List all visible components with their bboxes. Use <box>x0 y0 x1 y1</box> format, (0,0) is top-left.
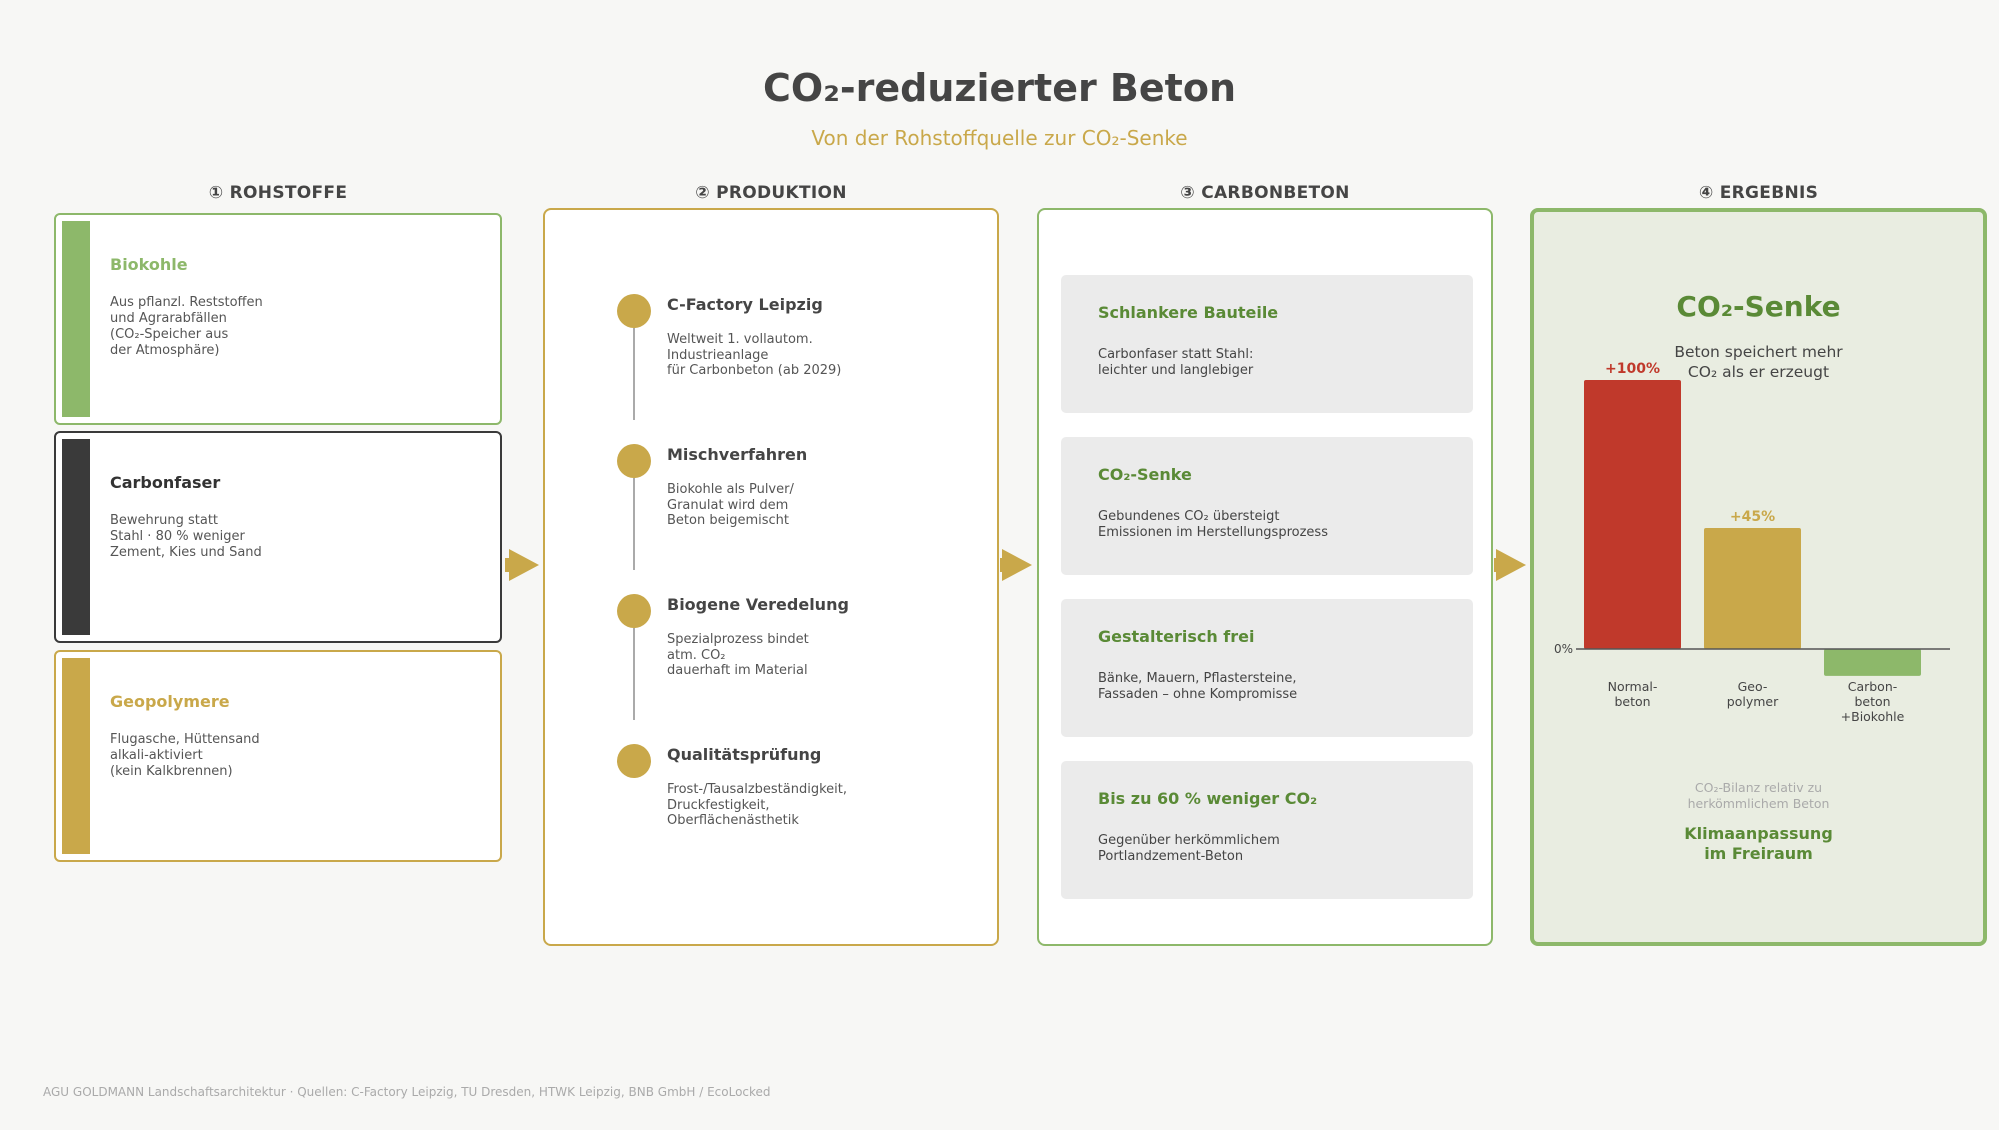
step-dot <box>617 294 651 328</box>
step-name: C-Factory Leipzig <box>667 295 823 314</box>
flow-arrow-icon <box>1496 549 1526 581</box>
co2-bar-chart: +100% Normal-beton +45% Geo-polymer -10%Carb… <box>1554 361 1950 724</box>
chart-value-label: +45% <box>1730 509 1775 525</box>
chart-value-label: -10% <box>1853 663 1892 679</box>
flow-arrow-icon <box>509 549 539 581</box>
step-desc: Weltweit 1. vollautom. Industrieanlage f… <box>667 332 842 378</box>
chart-zero-label: 0% <box>1554 642 1573 656</box>
page-title: CO₂-reduzierter Beton <box>763 66 1236 110</box>
feature-desc: Carbonfaser statt Stahl: leichter und la… <box>1098 347 1254 378</box>
raw-name: Carbonfaser <box>110 473 221 492</box>
chart-bar <box>1584 380 1681 649</box>
feature-name: Bis zu 60 % weniger CO₂ <box>1098 789 1318 808</box>
column-heading-ergebnis: ④ ERGEBNIS <box>1698 183 1819 203</box>
feature-card: CO₂-Senke Gebundenes CO₂ übersteigt Emis… <box>1061 437 1473 575</box>
feature-desc: Gegenüber herkömmlichem Portlandzement-B… <box>1098 833 1280 864</box>
chart-value-label: +100% <box>1605 361 1660 377</box>
column-heading-produktion: ② PRODUKTION <box>695 183 847 203</box>
raw-name: Geopolymere <box>110 692 230 711</box>
step-connector <box>633 628 635 720</box>
step-name: Mischverfahren <box>667 445 808 464</box>
chart-bar <box>1704 527 1801 649</box>
feature-name: Gestalterisch frei <box>1098 627 1255 646</box>
step-dot <box>617 444 651 478</box>
raw-card-geopolymere: Geopolymere Flugasche, Hüttensand alkali… <box>54 650 502 862</box>
step-name: Biogene Veredelung <box>667 595 849 614</box>
raw-color-bar <box>62 221 90 417</box>
chart-category-label: Carbon-beton+Biokohle <box>1841 679 1905 724</box>
step-connector <box>633 478 635 570</box>
raw-color-bar <box>62 658 90 854</box>
raw-desc: Aus pflanzl. Reststoffen und Agrarabfäll… <box>110 295 263 358</box>
raw-card-carbonfaser: Carbonfaser Bewehrung statt Stahl · 80 %… <box>54 431 502 643</box>
feature-card: Bis zu 60 % weniger CO₂ Gegenüber herköm… <box>1061 761 1473 899</box>
feature-name: CO₂-Senke <box>1098 465 1192 484</box>
step-dot <box>617 744 651 778</box>
chart-bar <box>1824 649 1921 676</box>
feature-card: Schlankere Bauteile Carbonfaser statt St… <box>1061 275 1473 413</box>
raw-desc: Bewehrung statt Stahl · 80 % weniger Zem… <box>110 513 262 560</box>
column-heading-carbonbeton: ③ CARBONBETON <box>1180 183 1350 203</box>
flow-arrow-icon <box>1002 549 1032 581</box>
raw-card-biokohle: Biokohle Aus pflanzl. Reststoffen und Ag… <box>54 213 502 425</box>
step-desc: Frost-/Tausalzbeständigkeit, Druckfestig… <box>667 782 848 828</box>
result-note: CO₂-Bilanz relativ zu herkömmlichem Beto… <box>1687 780 1830 811</box>
step-name: Qualitätsprüfung <box>667 745 822 764</box>
step-desc: Biokohle als Pulver/ Granulat wird dem B… <box>667 482 794 528</box>
step-desc: Spezialprozess bindet atm. CO₂ dauerhaft… <box>667 632 809 678</box>
step-dot <box>617 594 651 628</box>
raw-desc: Flugasche, Hüttensand alkali-aktiviert (… <box>110 732 260 779</box>
footer-sources: AGU GOLDMANN Landschaftsarchitektur · Qu… <box>43 1085 771 1099</box>
step-connector <box>633 328 635 420</box>
feature-desc: Bänke, Mauern, Pflastersteine, Fassaden … <box>1098 671 1298 702</box>
feature-desc: Gebundenes CO₂ übersteigt Emissionen im … <box>1098 509 1328 540</box>
feature-card: Gestalterisch frei Bänke, Mauern, Pflast… <box>1061 599 1473 737</box>
carbonbeton-panel: Schlankere Bauteile Carbonfaser statt St… <box>1037 208 1493 946</box>
result-title: CO₂-Senke <box>1676 290 1841 323</box>
column-heading-rohstoffe: ① ROHSTOFFE <box>208 183 348 203</box>
feature-name: Schlankere Bauteile <box>1098 303 1279 322</box>
page-subtitle: Von der Rohstoffquelle zur CO₂-Senke <box>811 126 1188 150</box>
chart-category-label: Geo-polymer <box>1727 679 1779 709</box>
chart-category-label: Normal-beton <box>1608 679 1658 709</box>
production-panel: C-Factory Leipzig Weltweit 1. vollautom.… <box>543 208 999 946</box>
result-subtitle: Beton speichert mehr CO₂ als er erzeugt <box>1674 343 1843 381</box>
raw-color-bar <box>62 439 90 635</box>
result-claim: Klimaanpassung im Freiraum <box>1684 824 1833 863</box>
result-panel: CO₂-Senke Beton speichert mehr CO₂ als e… <box>1530 208 1987 946</box>
raw-name: Biokohle <box>110 255 188 274</box>
